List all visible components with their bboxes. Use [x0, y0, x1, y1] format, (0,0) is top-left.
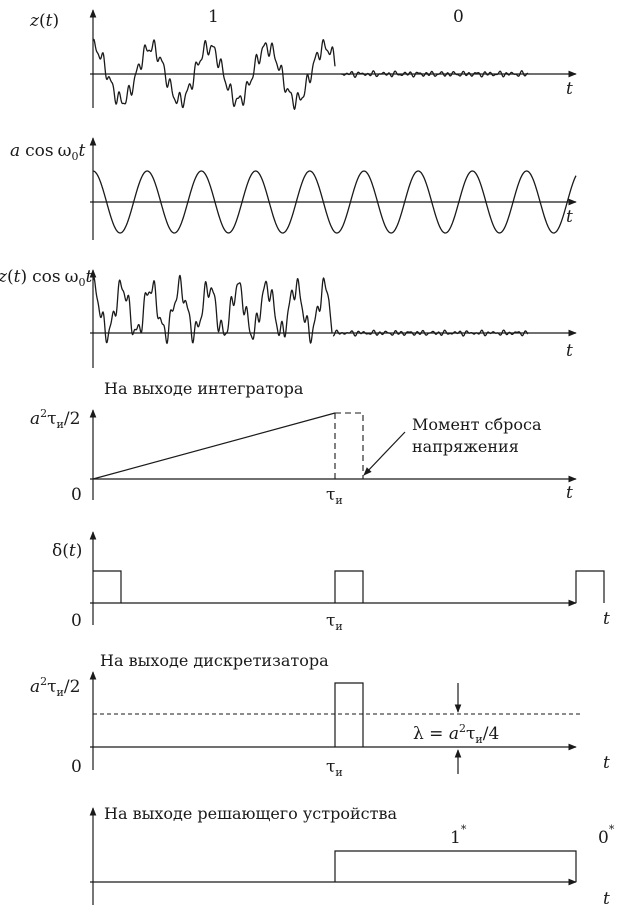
sample-pulse — [334, 682, 364, 747]
integrator-title: На выходе интегратора — [104, 379, 304, 398]
product-waveform — [92, 274, 529, 345]
decision-zero-label: 0* — [598, 823, 615, 848]
bit-zero-label: 0 — [453, 7, 464, 27]
integrator-tau-label: τи — [326, 485, 343, 507]
threshold-label: λ = a2τи/4 — [413, 722, 499, 746]
integrator-reset-outline — [335, 412, 364, 479]
delta-tau-label: τи — [326, 611, 343, 633]
sampling-pulse-1 — [93, 570, 122, 603]
panel-sampling-pulses: δ(t) 0 τи t — [52, 531, 610, 633]
sampler-time-label: t — [603, 753, 610, 773]
carrier-time-label: t — [566, 207, 573, 227]
delta-axis-label: δ(t) — [52, 541, 82, 561]
sampling-pulse-2 — [334, 570, 364, 603]
reset-annotation-arrow — [363, 431, 406, 476]
sampler-max-label: a2τи/2 — [30, 675, 80, 699]
decision-title: На выходе решающего устройства — [104, 804, 397, 823]
reset-note-line2: напряжения — [412, 437, 519, 456]
reference-carrier-waveform — [92, 170, 577, 234]
decision-time-label: t — [603, 889, 610, 909]
panel-sampler-output: На выходе дискретизатора a2τи/2 λ = a2τи… — [30, 651, 610, 779]
reset-note-line1: Момент сброса — [412, 415, 542, 434]
panel-decision-output: На выходе решающего устройства 1* 0* t — [89, 804, 615, 909]
integrator-ramp — [92, 412, 336, 480]
integrator-max-label: a2τи/2 — [30, 407, 80, 431]
sampler-title: На выходе дискретизатора — [100, 651, 329, 670]
sampler-tau-label: τи — [326, 757, 343, 779]
product-time-label: t — [566, 341, 573, 361]
panel-integrator-output: На выходе интегратора Момент сброса напр… — [30, 379, 577, 507]
sampler-origin: 0 — [71, 757, 82, 777]
integrator-origin: 0 — [71, 485, 82, 505]
bit-one-label: 1 — [208, 7, 219, 27]
decision-output-level — [334, 850, 577, 882]
delta-origin: 0 — [71, 611, 82, 631]
panel-received-signal: z(t) 1 0 t — [29, 7, 577, 110]
delta-time-label: t — [603, 609, 610, 629]
z-axis-label: z(t) — [29, 11, 59, 31]
received-signal-waveform — [92, 38, 529, 110]
sampling-pulse-3 — [575, 570, 605, 603]
decision-one-label: 1* — [450, 823, 467, 848]
integrator-time-label: t — [566, 483, 573, 503]
z-time-label: t — [566, 79, 573, 99]
